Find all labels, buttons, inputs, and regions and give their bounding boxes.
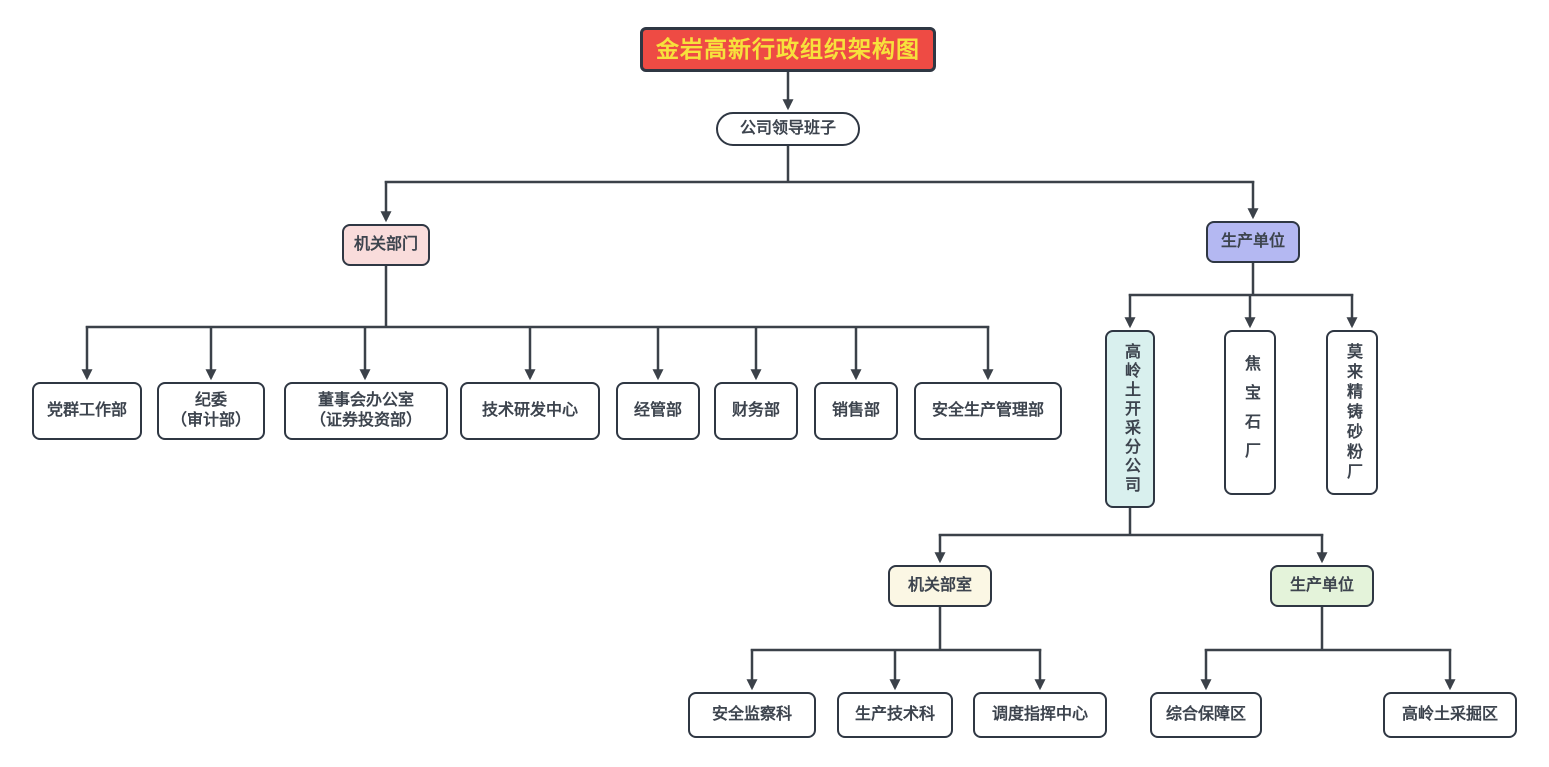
node-safety-production-management-dept: 安全生产管理部 — [914, 382, 1062, 440]
node-mullite-precision-casting-sand-factory-label: 莫来精铸砂粉厂 — [1344, 342, 1361, 483]
connector-kaolin-to-branches — [934, 506, 1328, 564]
connector-production-to-units — [1124, 261, 1358, 329]
connector-office-to-departments — [746, 605, 1046, 691]
node-finance-dept: 财务部 — [714, 382, 798, 440]
node-kaolin-mining-subsidiary-label: 高岭土开采分公司 — [1122, 343, 1139, 495]
node-party-masses-work-dept: 党群工作部 — [32, 382, 142, 440]
node-dispatch-command-center: 调度指挥中心 — [973, 692, 1107, 738]
node-office-departments: 机关部室 — [888, 565, 992, 607]
node-title: 金岩高新行政组织架构图 — [640, 27, 936, 72]
node-production-units-2: 生产单位 — [1270, 565, 1374, 607]
node-safety-inspection-section: 安全监察科 — [688, 692, 816, 738]
connector-admin-to-departments — [81, 264, 994, 381]
node-operations-management-dept: 经管部 — [616, 382, 700, 440]
node-production-units: 生产单位 — [1206, 221, 1300, 263]
connector-production2-to-units — [1200, 605, 1456, 691]
node-board-office-securities-investment-dept: 董事会办公室 （证券投资部） — [284, 382, 448, 440]
connector-leadership-to-branches — [380, 144, 1259, 223]
node-kaolin-mining-area: 高岭土采掘区 — [1383, 692, 1517, 738]
node-sales-dept: 销售部 — [814, 382, 898, 440]
node-tech-rd-center: 技术研发中心 — [460, 382, 600, 440]
node-jiaobaoshi-factory-label: 焦宝石厂 — [1242, 354, 1259, 471]
node-company-leadership: 公司领导班子 — [716, 112, 860, 146]
node-mullite-precision-casting-sand-factory: 莫来精铸砂粉厂 — [1326, 330, 1378, 495]
node-jiaobaoshi-factory: 焦宝石厂 — [1224, 330, 1276, 495]
node-comprehensive-support-area: 综合保障区 — [1150, 692, 1262, 738]
node-production-technology-section: 生产技术科 — [837, 692, 953, 738]
node-discipline-committee-audit-dept: 纪委 （审计部） — [157, 382, 265, 440]
node-kaolin-mining-subsidiary: 高岭土开采分公司 — [1105, 330, 1155, 508]
node-admin-departments: 机关部门 — [342, 224, 430, 266]
